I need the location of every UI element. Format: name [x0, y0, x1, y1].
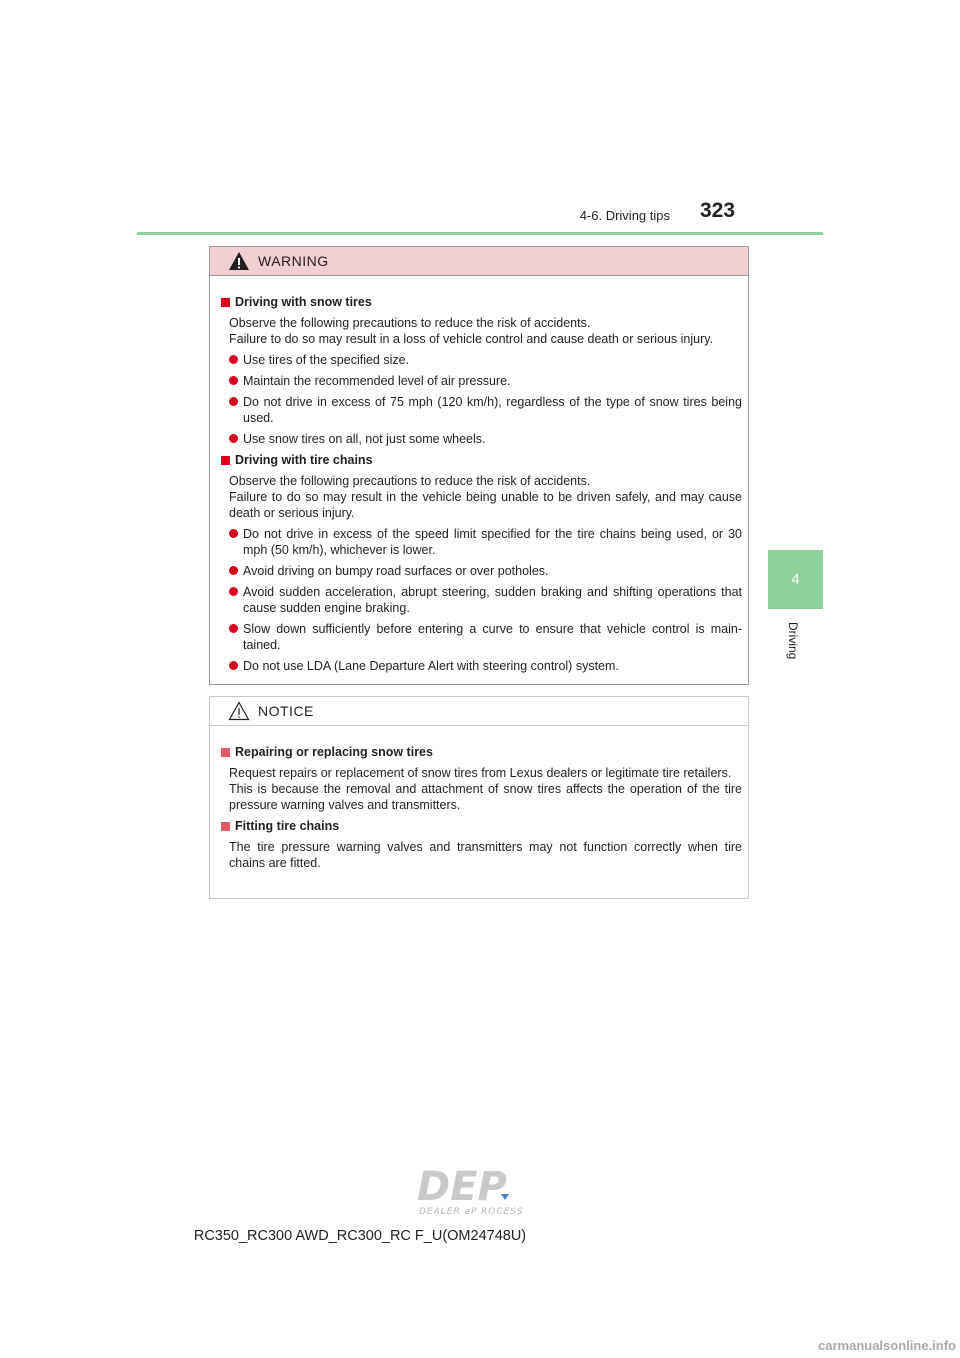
warning-body: Driving with snow tires Observe the foll…: [210, 276, 748, 674]
watermark: carmanualsonline.info: [818, 1338, 956, 1353]
warning-header: WARNING: [210, 247, 748, 276]
round-bullet-icon: [229, 397, 238, 406]
warning-title: WARNING: [258, 253, 329, 269]
section-heading: Repairing or replacing snow tires: [221, 744, 742, 760]
section-paragraph: Observe the following precautions to red…: [229, 474, 742, 520]
round-bullet-icon: [229, 529, 238, 538]
list-item: Slow down sufficiently before entering a…: [221, 621, 742, 653]
section-heading: Driving with tire chains: [221, 452, 742, 468]
section-heading: Fitting tire chains: [221, 818, 742, 834]
document-code: RC350_RC300 AWD_RC300_RC F_U(OM24748U): [193, 1228, 527, 1244]
page-number: 323: [700, 199, 736, 222]
list-item: Do not drive in excess of 75 mph (120 km…: [221, 394, 742, 426]
notice-body: Repairing or replacing snow tires Reques…: [210, 726, 748, 871]
chapter-label: Driving: [786, 622, 800, 660]
section-heading: Driving with snow tires: [221, 294, 742, 310]
notice-triangle-icon: [228, 701, 250, 721]
square-bullet-icon: [221, 747, 230, 757]
notice-header: NOTICE: [210, 697, 748, 726]
section-paragraph: Observe the following precautions to red…: [229, 316, 714, 346]
warning-box: WARNING Driving with snow tires Observe …: [209, 246, 749, 685]
round-bullet-icon: [229, 587, 238, 596]
list-item: Avoid driving on bumpy road surfaces or …: [221, 563, 742, 579]
notice-title: NOTICE: [258, 703, 314, 719]
svg-text:ROCESS: ROCESS: [481, 1207, 523, 1217]
dep-logo: DEP DEALER eP ROCESS: [415, 1164, 546, 1217]
svg-text:DEALER eP: DEALER eP: [419, 1207, 478, 1217]
list-item: Use snow tires on all, not just some whe…: [221, 431, 742, 447]
round-bullet-icon: [229, 376, 238, 385]
section-paragraph: The tire pressure warning valves and tra…: [229, 840, 742, 870]
round-bullet-icon: [229, 434, 238, 443]
list-item: Do not use LDA (Lane Departure Alert wit…: [221, 658, 742, 674]
section-paragraph: Request repairs or replacement of snow t…: [229, 766, 742, 812]
list-item: Avoid sudden acceleration, abrupt steeri…: [221, 584, 742, 616]
header-section-title: 4-6. Driving tips: [579, 208, 670, 223]
round-bullet-icon: [229, 624, 238, 633]
chapter-number: 4: [791, 571, 800, 588]
warning-triangle-icon: [228, 251, 250, 271]
square-bullet-icon: [221, 821, 230, 831]
round-bullet-icon: [229, 566, 238, 575]
header-divider: [137, 232, 823, 235]
square-bullet-icon: [221, 455, 230, 465]
notice-box: NOTICE Repairing or replacing snow tires…: [209, 696, 749, 899]
round-bullet-icon: [229, 355, 238, 364]
square-bullet-icon: [221, 297, 230, 307]
svg-text:DEP: DEP: [417, 1164, 507, 1210]
list-item: Use tires of the specified size.: [221, 352, 742, 368]
list-item: Do not drive in excess of the speed limi…: [221, 526, 742, 558]
list-item: Maintain the recommended level of air pr…: [221, 373, 742, 389]
chapter-tab[interactable]: 4: [768, 550, 823, 609]
round-bullet-icon: [229, 661, 238, 670]
